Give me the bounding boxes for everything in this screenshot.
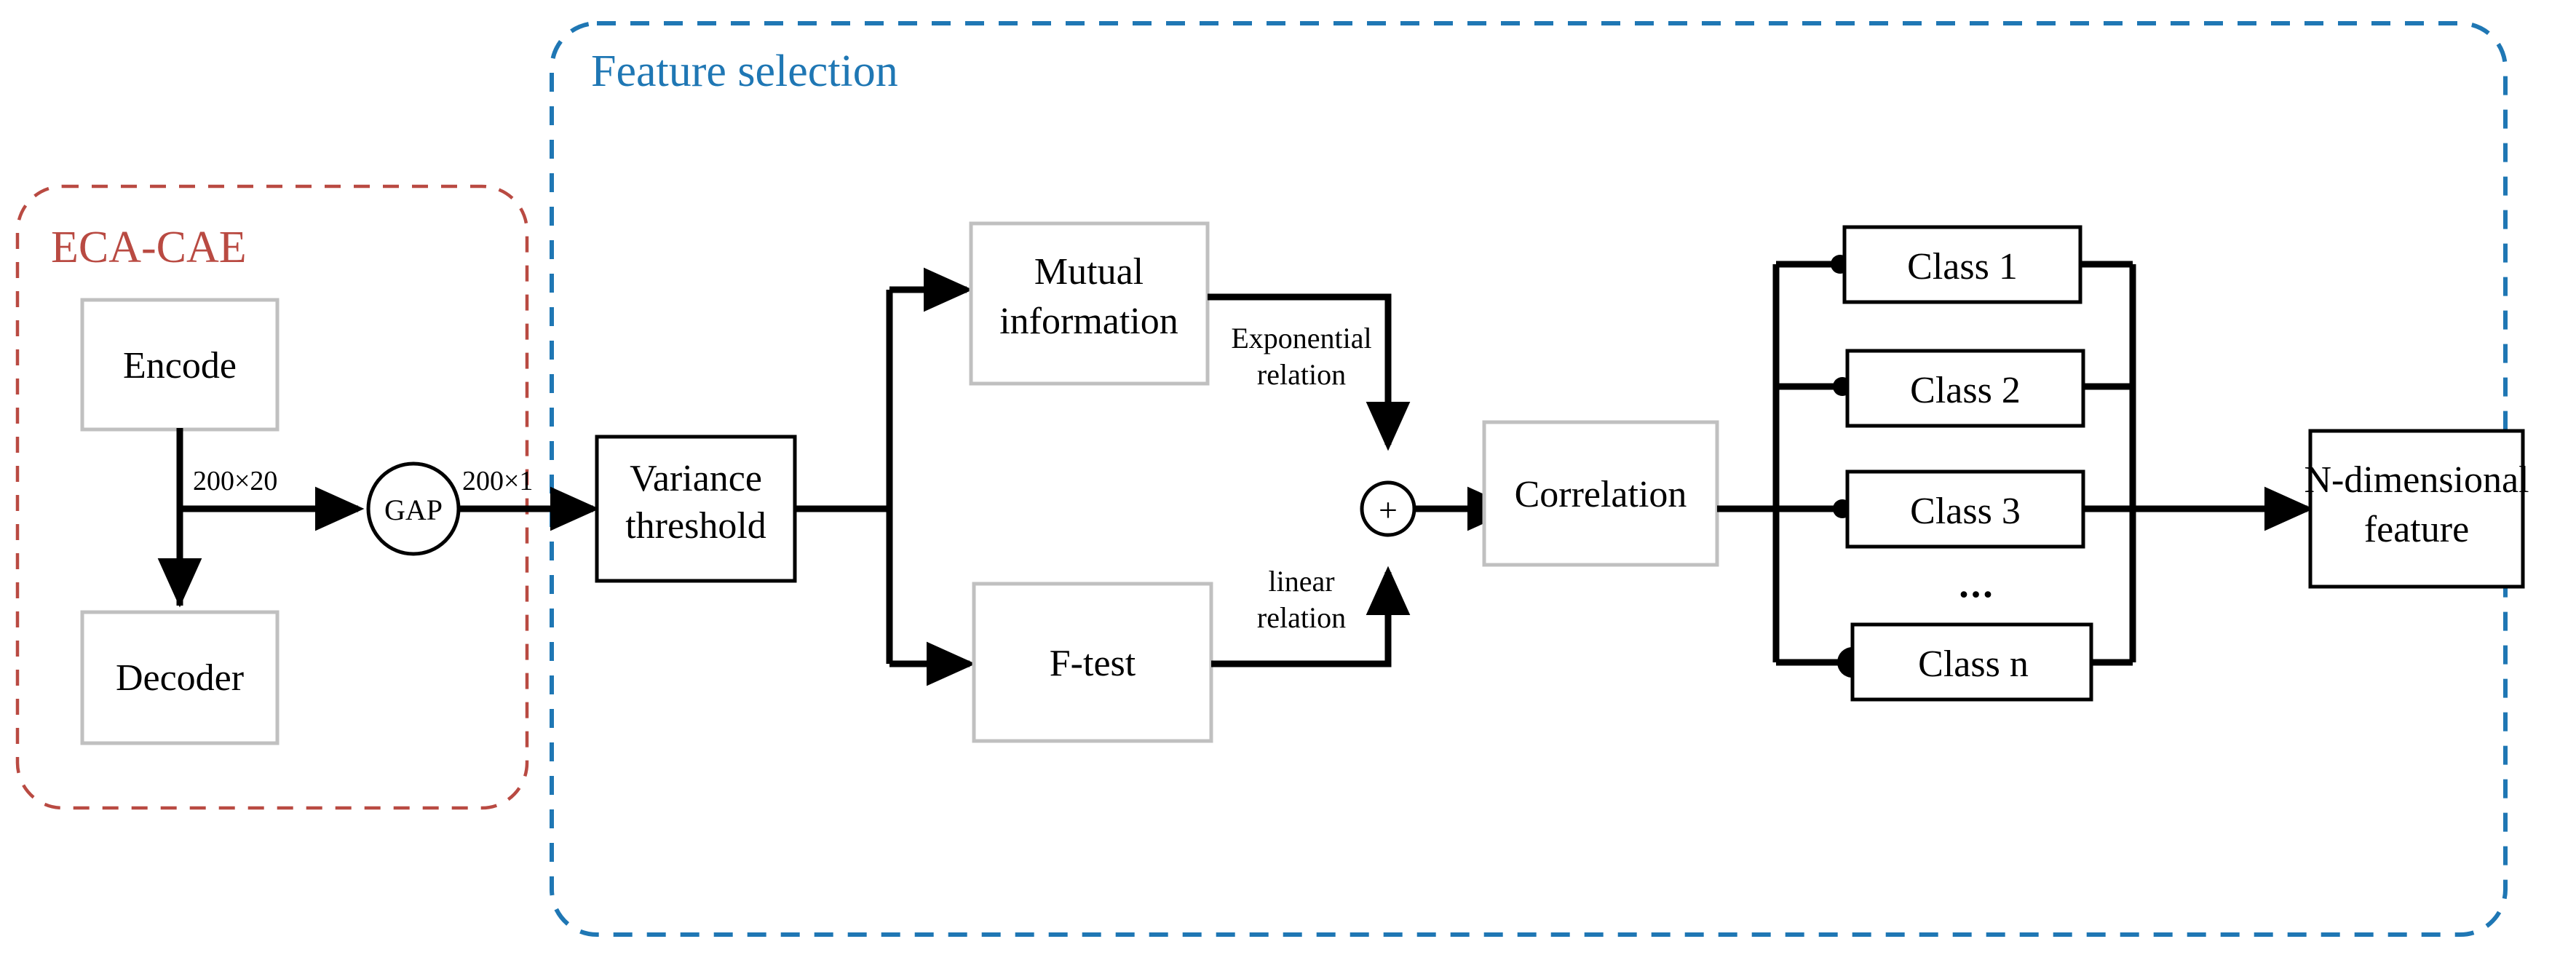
- decoder-box: [80, 610, 280, 745]
- mutual-information-label-line1: Mutual: [1034, 251, 1144, 293]
- encode-box: [80, 298, 280, 432]
- linear-relation-label-line2: relation: [1257, 601, 1346, 634]
- mutual-information-label-line2: information: [999, 301, 1178, 342]
- correlation-box: [1482, 420, 1719, 567]
- class-box-n: [1850, 622, 2093, 702]
- class-label-1: Class 1: [1907, 246, 2018, 288]
- mutual-information-to-sum-line: [1208, 293, 1411, 451]
- class-box-3: [1845, 469, 2085, 549]
- exponential-relation-label-line2: relation: [1257, 358, 1346, 391]
- gap-to-variance-dimension-label: 200×1: [462, 466, 533, 496]
- n-dimensional-feature-box: [2308, 429, 2525, 589]
- correlation-label: Correlation: [1515, 474, 1687, 515]
- class-ellipsis-label: ...: [1959, 562, 1995, 606]
- class-label-n: Class n: [1918, 643, 2029, 685]
- group-label-eca-cae: ECA-CAE: [51, 223, 247, 272]
- decoder-label: Decoder: [116, 657, 244, 699]
- n-dimensional-feature-label-line2: feature: [2364, 509, 2469, 550]
- gap-node: [366, 461, 461, 556]
- exponential-relation-label-line1: Exponential: [1231, 322, 1371, 354]
- n-dimensional-feature-label-line1: N-dimensional: [2304, 459, 2529, 501]
- variance-threshold-label-line2: threshold: [625, 505, 766, 547]
- group-label-feature-selection: Feature selection: [591, 47, 898, 96]
- class-box-2: [1845, 349, 2085, 428]
- encode-to-gap-dimension-label: 200×20: [193, 466, 277, 496]
- sum-plus-label: +: [1379, 491, 1398, 528]
- linear-relation-label-line1: linear: [1268, 565, 1334, 598]
- class-label-3: Class 3: [1910, 491, 2021, 532]
- variance-threshold-box: [595, 435, 797, 583]
- sum-node: [1360, 480, 1416, 537]
- variance-threshold-label-line1: Variance: [630, 458, 762, 499]
- class-label-2: Class 2: [1910, 370, 2021, 411]
- encode-label: Encode: [123, 345, 237, 387]
- f-test-label: F-test: [1050, 643, 1136, 684]
- f-test-to-sum-line: [1211, 566, 1411, 667]
- class-box-1: [1842, 225, 2082, 304]
- group-box-eca-cae: [15, 184, 529, 810]
- mutual-information-box: [969, 221, 1210, 386]
- gap-label: GAP: [384, 494, 443, 526]
